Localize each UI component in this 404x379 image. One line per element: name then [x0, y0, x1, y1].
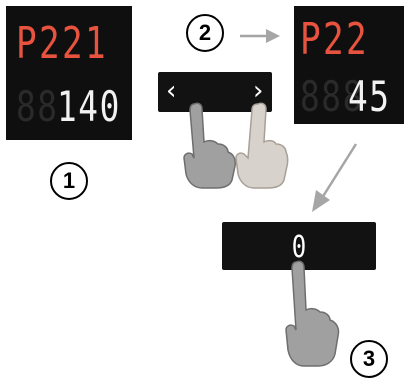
step-3-number: 3	[362, 346, 376, 371]
decrease-button[interactable]: ‹	[166, 76, 177, 106]
hand-pointer-icon	[235, 102, 289, 189]
ghost-digits-before: 88	[16, 82, 59, 131]
increase-button[interactable]: ›	[253, 76, 264, 106]
hand-pointer-icon	[183, 102, 236, 189]
parameter-code-after: P22	[300, 14, 370, 65]
step-2-number: 2	[198, 20, 212, 45]
parameter-value-before: 140	[57, 82, 121, 131]
arrow-down-left-icon	[312, 143, 358, 212]
arrow-right-icon	[240, 29, 280, 43]
step-3-badge: 3	[350, 340, 388, 378]
step-2-badge: 2	[186, 14, 224, 52]
zero-button-label: 0	[291, 230, 307, 265]
display-panel-before: P221 88 140	[6, 6, 132, 140]
step-1-badge: 1	[50, 162, 88, 200]
step-1-number: 1	[62, 168, 76, 193]
hand-pointer-icon	[285, 260, 340, 367]
ghost-digits-after: 888	[300, 72, 364, 121]
parameter-value-after: 45	[348, 72, 391, 121]
parameter-code-before: P221	[16, 18, 109, 69]
display-panel-after: P22 888 45	[294, 6, 404, 124]
